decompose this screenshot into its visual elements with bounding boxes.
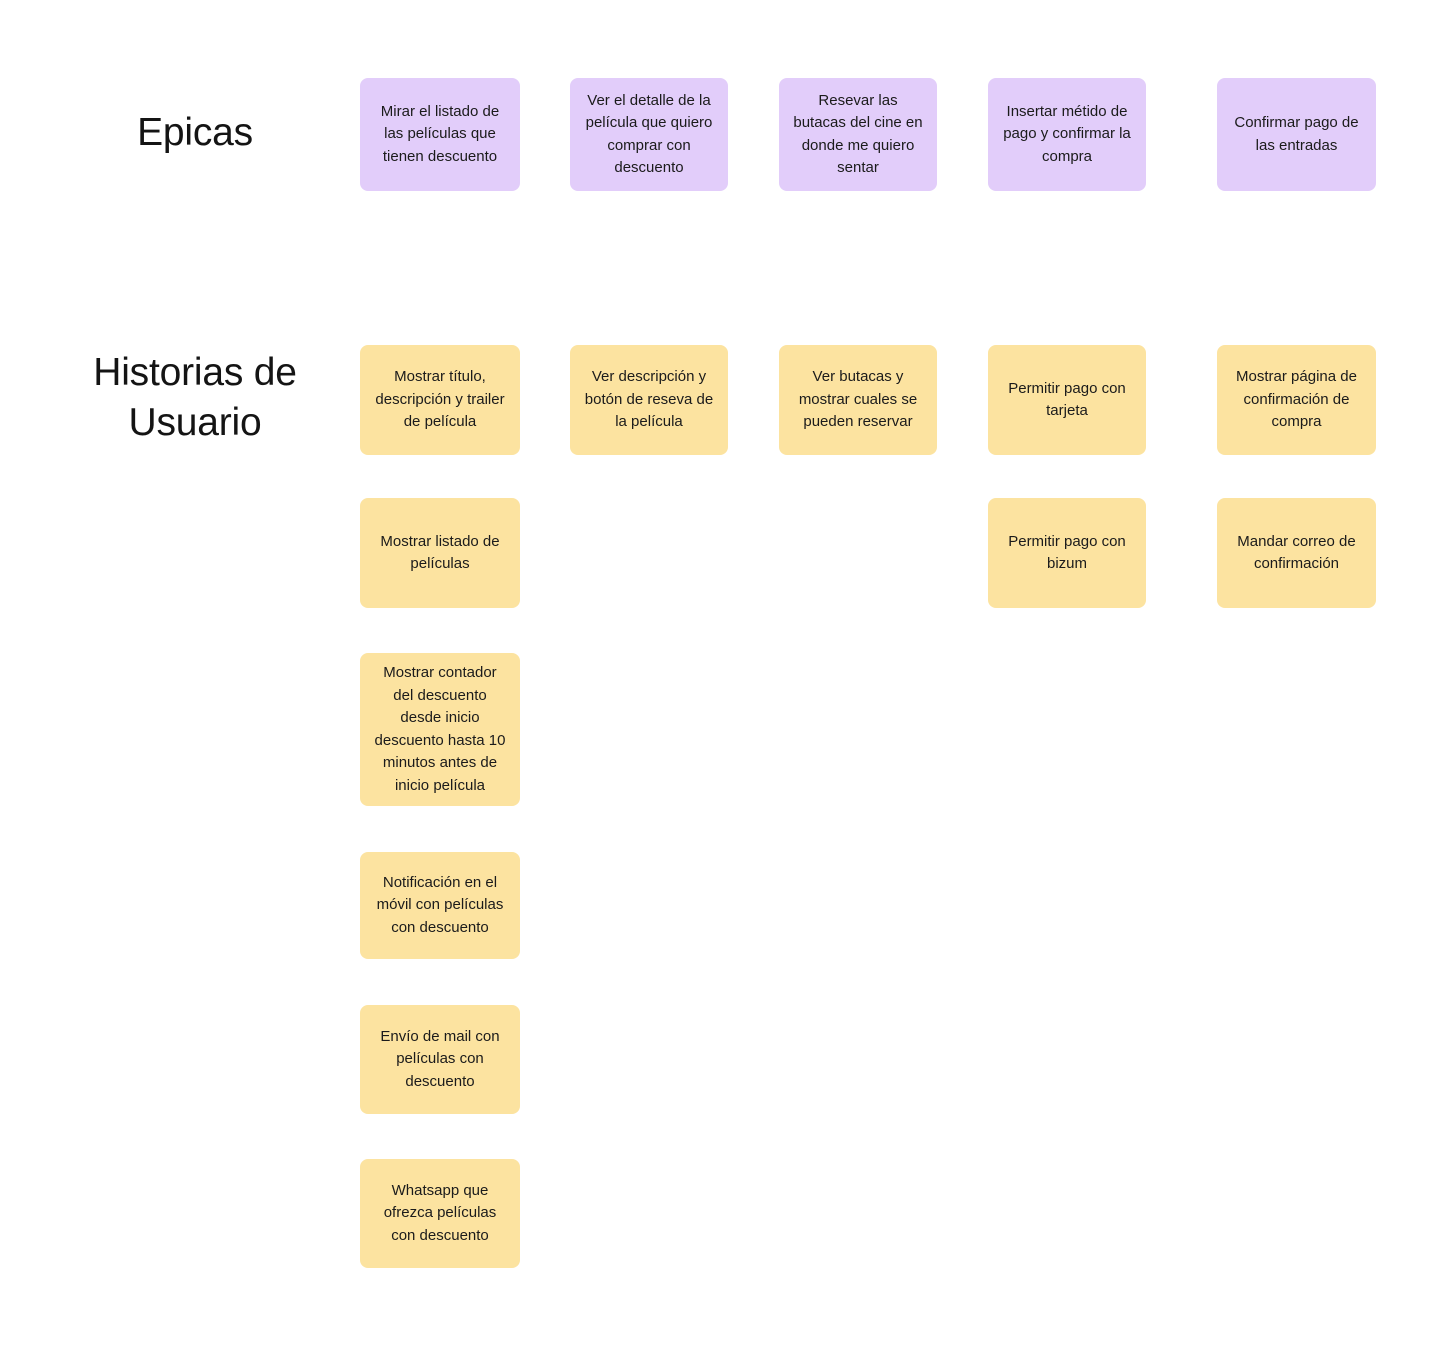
epic-card[interactable]: Confirmar pago de las entradas [1217, 78, 1376, 191]
user-story-card[interactable]: Permitir pago con tarjeta [988, 345, 1146, 455]
user-story-card-text: Envío de mail con películas con descuent… [380, 1027, 500, 1090]
user-story-card-text: Whatsapp que ofrezca películas con descu… [383, 1181, 497, 1244]
user-story-card-text: Mandar correo de confirmación [1237, 532, 1356, 573]
user-story-card[interactable]: Mostrar título, descripción y trailer de… [360, 345, 520, 455]
row-label-epicas: Epicas [137, 111, 253, 154]
user-story-card[interactable]: Ver descripción y botón de reseva de la … [570, 345, 728, 455]
epic-card-text: Resevar las butacas del cine en donde me… [793, 91, 923, 177]
user-story-card-text: Ver butacas y mostrar cuales se pueden r… [798, 368, 918, 431]
user-story-card-text: Mostrar contador del descuento desde ini… [374, 664, 506, 794]
epic-card[interactable]: Insertar métido de pago y confirmar la c… [988, 78, 1146, 191]
user-story-card-text: Mostrar título, descripción y trailer de… [375, 368, 505, 431]
user-story-card[interactable]: Whatsapp que ofrezca películas con descu… [360, 1159, 520, 1268]
user-story-card[interactable]: Mostrar página de confirmación de compra [1217, 345, 1376, 455]
row-label-historias-de-usuario: Historias de Usuario [93, 351, 297, 444]
user-story-card[interactable]: Ver butacas y mostrar cuales se pueden r… [779, 345, 937, 455]
epic-card-text: Ver el detalle de la película que quiero… [585, 91, 713, 177]
user-story-card[interactable]: Mostrar listado de películas [360, 498, 520, 608]
user-story-card[interactable]: Notificación en el móvil con películas c… [360, 852, 520, 959]
epic-card-text: Confirmar pago de las entradas [1234, 114, 1359, 154]
epic-card-text: Mirar el listado de las películas que ti… [380, 102, 500, 165]
user-story-card[interactable]: Mandar correo de confirmación [1217, 498, 1376, 608]
epic-card[interactable]: Ver el detalle de la película que quiero… [570, 78, 728, 191]
user-story-card-text: Permitir pago con tarjeta [1008, 379, 1126, 420]
user-story-card-text: Mostrar listado de películas [380, 532, 500, 573]
user-story-card-text: Notificación en el móvil con películas c… [376, 873, 504, 936]
user-story-card[interactable]: Permitir pago con bizum [988, 498, 1146, 608]
user-story-card-text: Mostrar página de confirmación de compra [1236, 368, 1357, 431]
epic-card[interactable]: Mirar el listado de las películas que ti… [360, 78, 520, 191]
epic-card-text: Insertar métido de pago y confirmar la c… [1003, 102, 1131, 165]
user-story-card-text: Permitir pago con bizum [1008, 532, 1126, 573]
user-story-card[interactable]: Mostrar contador del descuento desde ini… [360, 653, 520, 806]
user-story-card-text: Ver descripción y botón de reseva de la … [584, 368, 714, 431]
epic-card[interactable]: Resevar las butacas del cine en donde me… [779, 78, 937, 191]
user-story-card[interactable]: Envío de mail con películas con descuent… [360, 1005, 520, 1114]
